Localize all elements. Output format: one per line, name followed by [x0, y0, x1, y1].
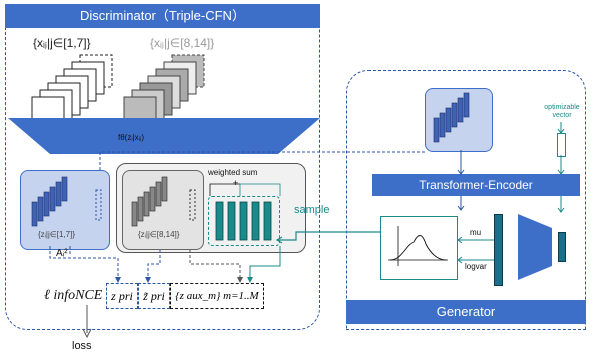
transformer-encoder: Transformer-Encoder: [372, 174, 580, 196]
loss-label: loss: [72, 340, 92, 352]
distribution-plot-box: [380, 216, 458, 280]
z-pri-tilde-term: z̃ pri: [138, 283, 170, 309]
distribution-curve: [388, 226, 448, 266]
set-b-label: {xᵢⱼ|j∈[8,14]}: [150, 36, 215, 50]
generator-panel: [346, 70, 586, 330]
z-aux-term: {z aux_m} m=1..M: [170, 283, 264, 309]
encoder-block: [8, 118, 320, 154]
plus-symbol: +: [233, 178, 239, 188]
mu-label: mu: [470, 228, 482, 237]
optimizable-vector-label: optimizable vector: [544, 104, 580, 119]
z-pri-term: z pri: [106, 283, 138, 309]
loss-arrows: [49, 246, 281, 283]
generator-title: Generator: [346, 300, 586, 324]
sample-arrow: [276, 231, 380, 244]
loss-expression: ℓ infoNCE: [44, 288, 103, 303]
set-a-label: {xᵢⱼ|j∈[1,7]}: [33, 36, 91, 50]
decoder-block: [518, 214, 552, 280]
latent-bar: [494, 214, 503, 286]
weighted-sum-arrows: [209, 183, 281, 196]
transformer-arrows: [457, 150, 565, 213]
logvar-label: logvar: [465, 262, 487, 271]
z-set-a-bars: [31, 176, 102, 227]
input-image-stacks: [31, 54, 205, 130]
gray-image-stack: [123, 54, 205, 130]
optimizable-arrow: [557, 122, 565, 134]
encoder-function-label: fθ(zᵢ|xᵢⱼ): [118, 133, 144, 142]
teal-feature-bars: [215, 201, 272, 241]
cross-panel-connector: [99, 151, 425, 170]
weighted-sum-label: weighted sum: [208, 168, 258, 177]
discriminator-title: Discriminator（Triple-CFN）: [5, 4, 320, 28]
z-set-b-label: {zᵢ|j∈[8,14]}: [138, 230, 180, 239]
loss-arrow: [82, 305, 92, 339]
generator-input-bars: [433, 92, 470, 143]
sample-label: sample: [294, 204, 330, 216]
z-set-b-bars: [131, 176, 196, 227]
decoder-input-bar: [558, 232, 566, 262]
z-set-a-label: {zᵢ|j∈[1,7]}: [38, 230, 75, 239]
mu-logvar-arrows: [457, 236, 494, 264]
weighted-sum-box: [208, 196, 280, 246]
a-squared-label: Aᵢ²: [56, 248, 68, 259]
